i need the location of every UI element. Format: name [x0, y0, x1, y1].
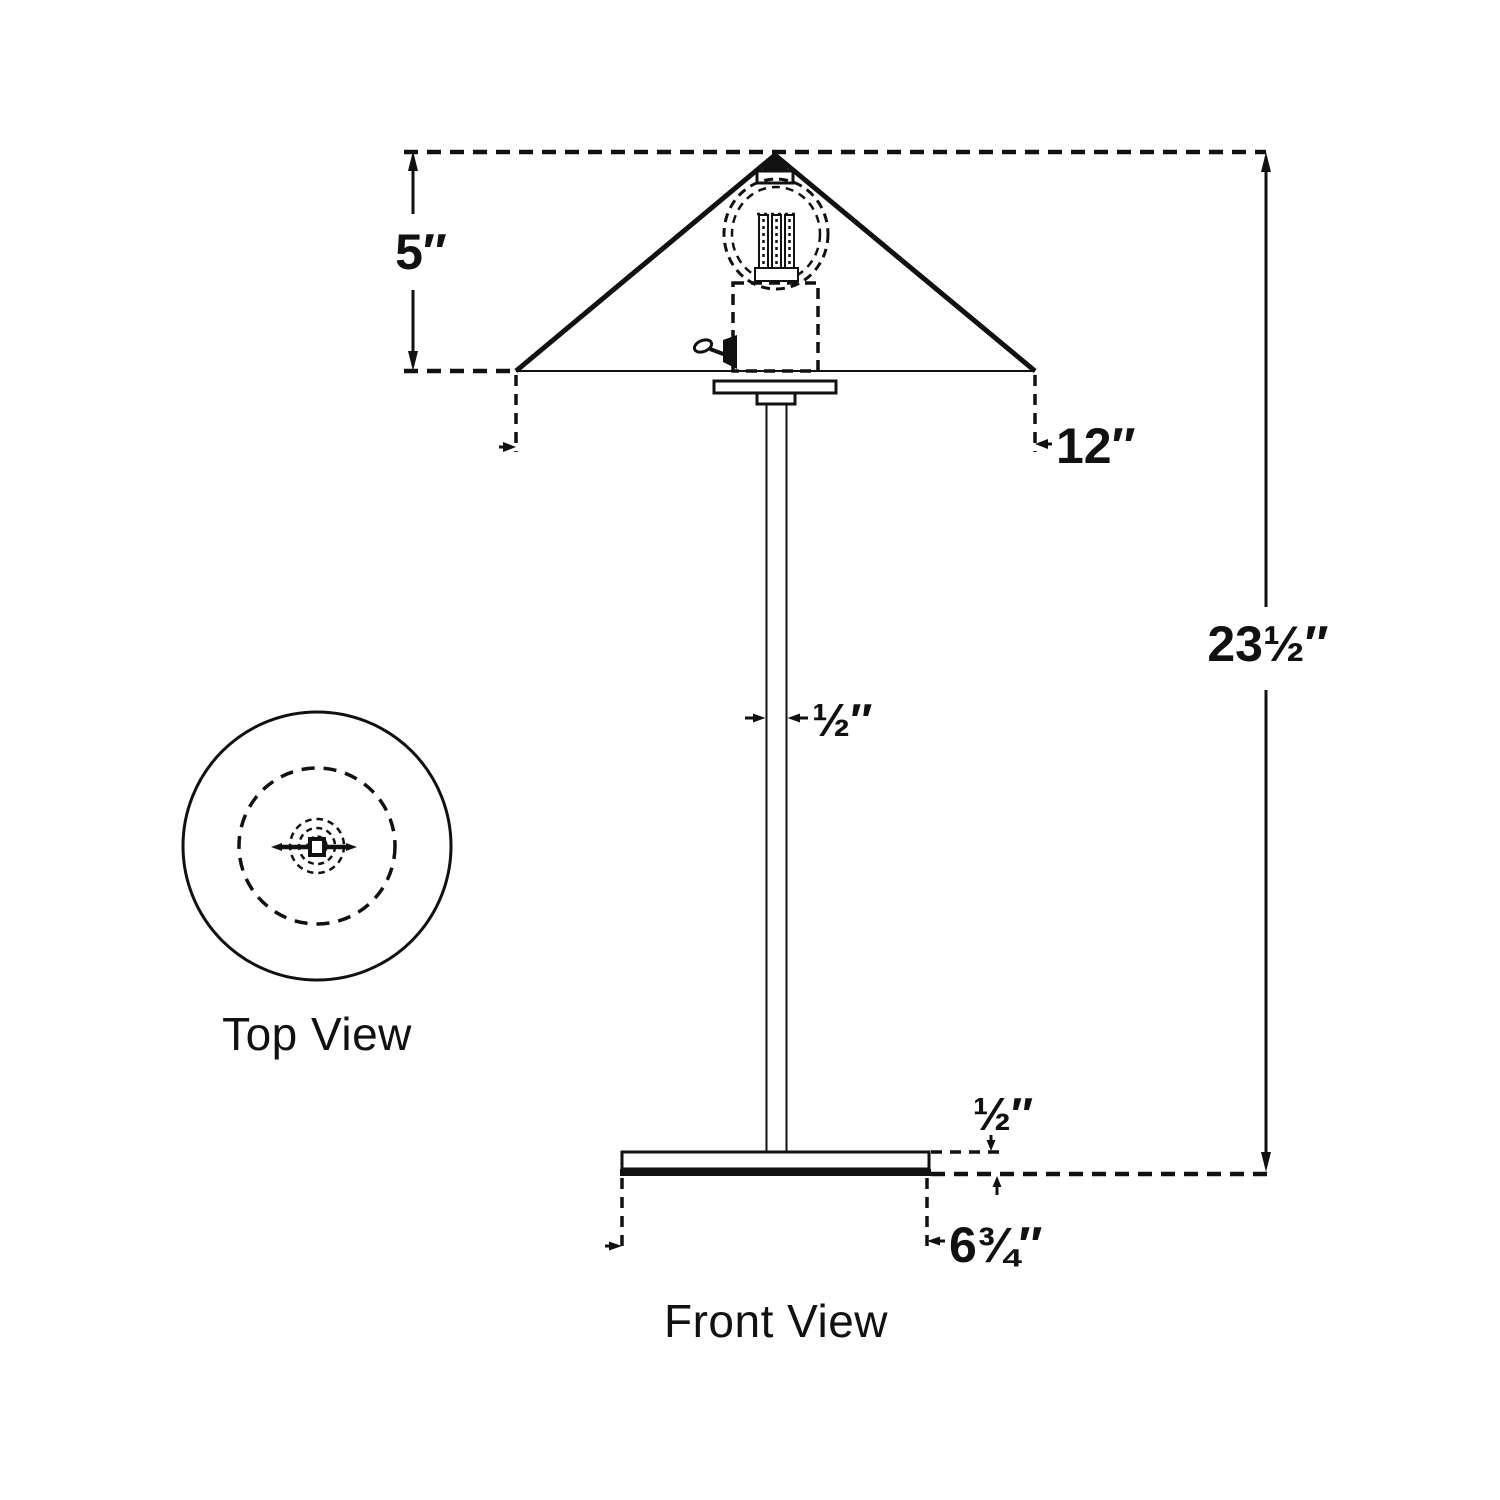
arrow-left-icon	[787, 713, 800, 723]
dim-shade-height: 5″	[395, 151, 516, 374]
arrow-left-icon	[1035, 439, 1048, 449]
bulb-outer-glass	[722, 177, 830, 291]
dim-stem-width: ½″	[745, 694, 872, 746]
lamp-shade	[514, 150, 1037, 373]
arrow-up-icon	[408, 151, 418, 171]
arrow-right-icon	[503, 442, 516, 452]
base-thickness-label: ½″	[973, 1088, 1033, 1140]
socket-assembly	[692, 281, 820, 373]
switch-key-tip-right	[346, 843, 357, 851]
shade-left-edge	[514, 153, 777, 373]
shade-outline-circle	[181, 710, 453, 982]
arrow-down-icon	[1261, 1152, 1271, 1172]
shade-holder-plate	[712, 379, 838, 395]
filament-support	[754, 267, 799, 282]
switch-key-bell	[723, 335, 737, 369]
base-width-label: 6¾″	[949, 1217, 1043, 1273]
lamp-base	[620, 1150, 931, 1176]
base-plate	[620, 1150, 931, 1171]
dim-base-thickness: ½″	[931, 1088, 1268, 1195]
dim-overall-height: 23½″	[1207, 152, 1329, 1172]
switch-key-ring	[692, 338, 714, 354]
arrow-right-icon	[609, 1241, 622, 1251]
front-view-label: Front View	[664, 1295, 888, 1347]
arrow-right-icon	[753, 713, 766, 723]
overall-height-label: 23½″	[1207, 616, 1328, 672]
arrow-left-icon	[927, 1236, 940, 1246]
arrow-up-icon	[992, 1176, 1002, 1187]
dim-shade-width: 12″	[499, 375, 1136, 474]
top-view-label: Top View	[222, 1008, 412, 1060]
finial-top	[308, 837, 326, 857]
shade-height-label: 5″	[395, 224, 447, 280]
socket-body	[731, 281, 820, 373]
arrow-down-icon	[408, 351, 418, 371]
shade-finial	[761, 150, 789, 171]
top-view: Top View	[181, 710, 453, 1060]
stem-collar	[755, 391, 797, 406]
shade-right-edge	[773, 153, 1037, 373]
arrow-down-icon	[986, 1140, 996, 1151]
switch-key-tip-left	[271, 843, 282, 851]
stem-width-label: ½″	[812, 694, 872, 746]
shade-width-label: 12″	[1056, 418, 1136, 474]
dim-base-width: 6¾″	[605, 1178, 1043, 1273]
arrow-up-icon	[1261, 152, 1271, 172]
stem-assembly	[712, 379, 838, 1152]
shade-inner-dashed-circle	[237, 766, 397, 926]
light-bulb	[722, 177, 830, 291]
front-view: 5″ 12″ 23½″ ½″	[395, 149, 1329, 1347]
